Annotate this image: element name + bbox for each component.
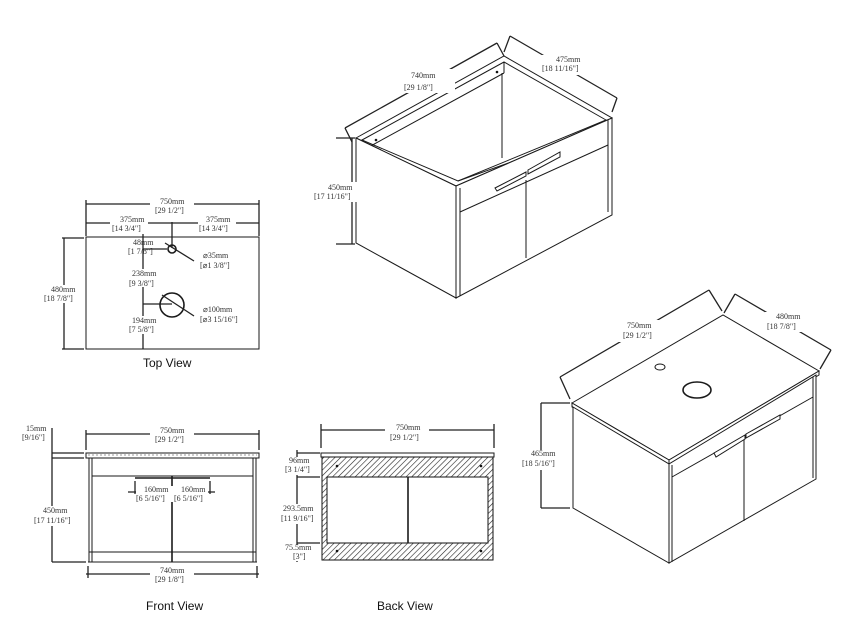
drain-offset-mm: 238mm [132,269,157,278]
iso-top-height-mm: 465mm [531,449,556,458]
handle-right-mm: 160mm [181,485,206,494]
back-width-mm: 750mm [396,423,421,432]
faucet-hole-in: [⌀1 3/8"] [200,261,230,270]
faucet-offset-mm: 48mm [133,238,154,247]
iso-top-depth-in: [18 7/8"] [767,322,796,331]
handle-right-in: [6 5/16"] [174,494,203,503]
back-view-caption: Back View [377,599,433,613]
top-depth-mm: 480mm [51,285,76,294]
iso-open-depth-mm: 475mm [556,55,581,64]
front-height-in: [17 11/16"] [34,516,71,525]
back-width-in: [29 1/2"] [390,433,419,442]
faucet-hole-mm: ⌀35mm [203,251,229,260]
iso-top-width-in: [29 1/2"] [623,331,652,340]
front-top-thick-in: [9/16"] [22,433,45,442]
drain-hole-in: [⌀3 15/16"] [200,315,238,324]
front-view-drawing [51,428,260,578]
iso-top-height-in: [18 5/16"] [522,459,555,468]
front-cab-width-mm: 740mm [160,566,185,575]
back-opening-in: [11 9/16"] [281,514,314,523]
drain-back-in: [7 5/8"] [129,325,154,334]
front-width-in: [29 1/2"] [155,435,184,444]
iso-top-width-mm: 750mm [627,321,652,330]
iso-open-width-mm: 740mm [411,71,436,80]
iso-top-depth-mm: 480mm [776,312,801,321]
drain-hole-mm: ⌀100mm [203,305,233,314]
top-half-left-mm: 375mm [120,215,145,224]
drain-back-mm: 194mm [132,316,157,325]
front-view-caption: Front View [146,599,203,613]
iso-open-height-mm: 450mm [328,183,353,192]
top-half-left-in: [14 3/4"] [112,224,141,233]
front-cab-width-in: [29 1/8"] [155,575,184,584]
back-bottom-rail-mm: 75.5mm [285,543,312,552]
back-top-rail-mm: 96mm [289,456,310,465]
front-width-mm: 750mm [160,426,185,435]
handle-left-mm: 160mm [144,485,169,494]
drain-offset-in: [9 3/8"] [129,279,154,288]
back-top-rail-in: [3 1/4"] [285,465,310,474]
back-bottom-rail-in: [3"] [293,552,306,561]
top-depth-in: [18 7/8"] [44,294,73,303]
top-view-caption: Top View [143,356,192,370]
front-top-thick-mm: 15mm [26,424,47,433]
back-view-drawing [296,424,495,562]
handle-left-in: [6 5/16"] [136,494,165,503]
top-half-right-in: [14 3/4"] [199,224,228,233]
top-width-mm: 750mm [160,197,185,206]
iso-cabinet-with-top [540,289,832,564]
iso-open-depth-in: [18 11/16"] [542,64,579,73]
back-opening-mm: 293.5mm [283,504,314,513]
iso-cabinet-open [336,35,618,299]
front-height-mm: 450mm [43,506,68,515]
top-width-in: [29 1/2"] [155,206,184,215]
top-half-right-mm: 375mm [206,215,231,224]
faucet-offset-in: [1 7/8"] [128,247,153,256]
iso-open-height-in: [17 11/16"] [314,192,351,201]
iso-open-width-in: [29 1/8"] [404,83,433,92]
